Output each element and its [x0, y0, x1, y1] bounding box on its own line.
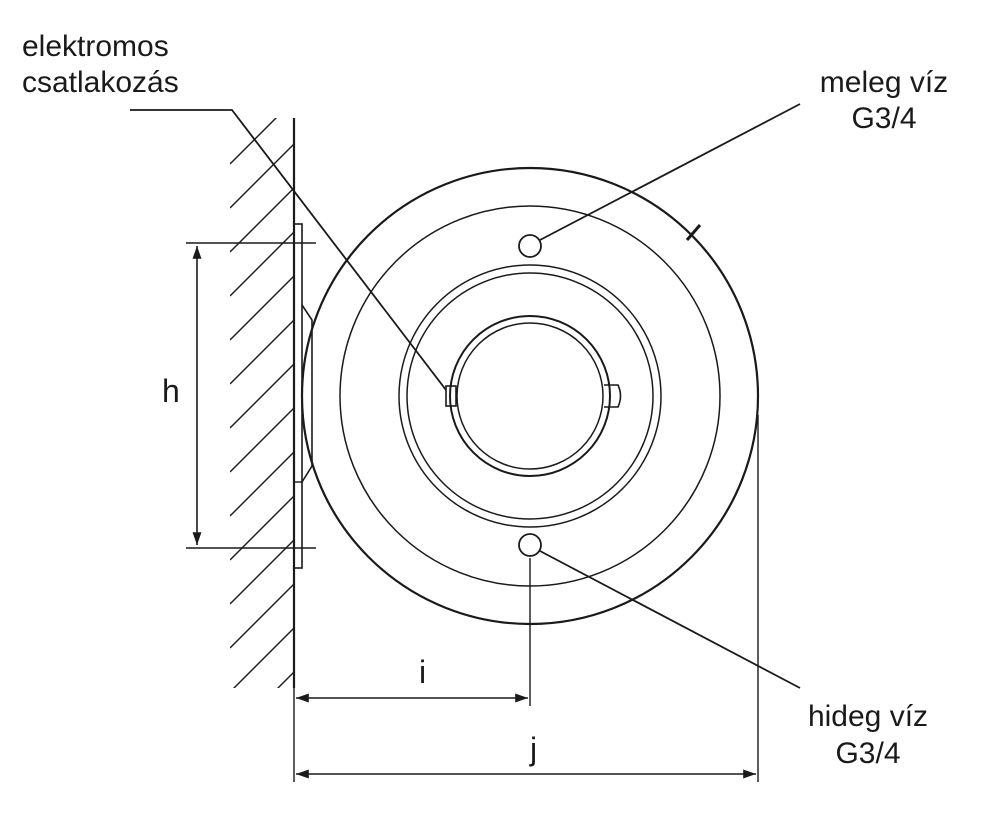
- cold-water-label-line1: hideg víz: [808, 700, 928, 733]
- electric-leader-line: [130, 109, 447, 391]
- wall-hatch-line: [230, 363, 294, 429]
- wall: [230, 118, 296, 824]
- dimensions: [186, 242, 759, 782]
- wall-hatch-line: [277, 671, 294, 688]
- wall-hatch-line: [230, 539, 294, 605]
- wall-hatch-line: [230, 407, 294, 473]
- cold-water-inlet: [518, 533, 542, 557]
- wall-hatch-line: [230, 275, 294, 341]
- center-opening-inner: [456, 322, 604, 470]
- electric-connection-label-line1: elektromos: [22, 30, 169, 63]
- hot-water-label-line1: meleg víz: [820, 66, 948, 99]
- dimension-j-label: j: [529, 731, 537, 767]
- wall-hatch-line: [230, 118, 277, 165]
- center-opening-outer: [449, 315, 611, 477]
- wall-hatch-line: [230, 583, 294, 649]
- wall-hatch-line: [230, 143, 294, 209]
- heater-body: [300, 166, 760, 626]
- wall-hatch-line: [230, 716, 294, 780]
- thermostat-nub: [604, 384, 622, 408]
- hot-water-label-line2: G3/4: [851, 102, 916, 135]
- wall-hatch-line: [230, 495, 294, 561]
- pipe-stub: [685, 224, 702, 241]
- cold-water-label-line2: G3/4: [835, 737, 900, 770]
- wall-hatch-line: [230, 319, 294, 385]
- dimension-i-label: i: [419, 654, 426, 690]
- bracket-arm: [301, 304, 313, 483]
- flange-ring-inner: [406, 272, 654, 520]
- hot-water-outlet: [518, 234, 542, 258]
- leader-lines: [130, 103, 801, 689]
- electric-connection-label-line2: csatlakozás: [22, 66, 179, 99]
- cold-water-leader-line: [539, 550, 801, 689]
- flange-ring-outer: [398, 264, 662, 528]
- bracket-plate: [293, 223, 303, 569]
- electric-connection-terminal: [445, 385, 457, 407]
- wall-hatch-line: [230, 451, 294, 517]
- wall-hatch-line: [233, 627, 294, 688]
- wall-hatching: [230, 118, 294, 824]
- dimension-h-label: h: [162, 373, 180, 409]
- middle-ring: [339, 205, 721, 587]
- wall-hatch-line: [230, 187, 294, 253]
- wall-hatch-line: [230, 760, 294, 824]
- hot-water-leader-line: [539, 103, 801, 241]
